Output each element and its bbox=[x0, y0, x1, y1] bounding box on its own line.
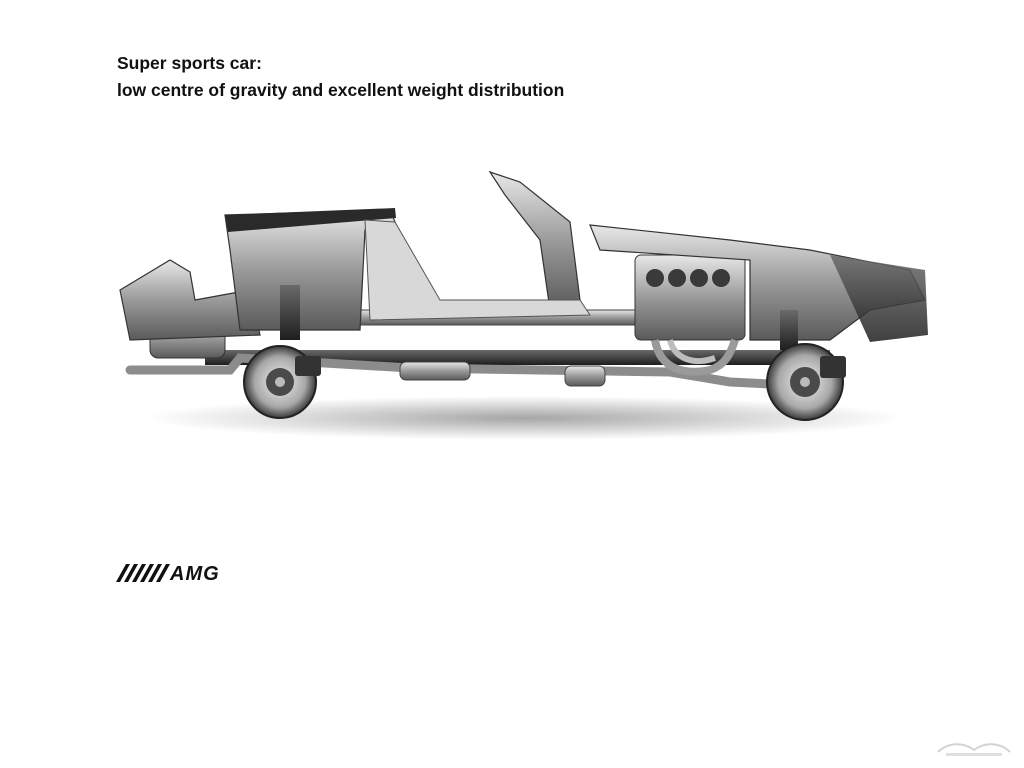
front-spring bbox=[780, 310, 798, 350]
rear-wheel bbox=[243, 345, 321, 419]
watermark-logo bbox=[937, 743, 1011, 756]
catalytic-converter bbox=[399, 361, 471, 381]
ground-shadow bbox=[145, 396, 905, 440]
headline: Super sports car: low centre of gravity … bbox=[117, 50, 564, 104]
v8-engine bbox=[634, 254, 746, 376]
cockpit-tub bbox=[364, 219, 591, 321]
rear-spring bbox=[280, 285, 300, 340]
front-crash-structure bbox=[830, 255, 928, 342]
headline-line-2: low centre of gravity and excellent weig… bbox=[117, 80, 565, 100]
amg-stripes bbox=[116, 564, 170, 582]
rear-deck bbox=[225, 208, 396, 232]
windscreen-frame bbox=[488, 170, 581, 311]
amg-logo: AMG bbox=[116, 564, 220, 582]
rear-frame bbox=[119, 259, 261, 341]
chassis-illustration bbox=[119, 170, 928, 440]
catalytic-converter-2 bbox=[564, 365, 606, 387]
amg-wordmark: AMG bbox=[169, 564, 220, 582]
headline-line-1: Super sports car: bbox=[117, 53, 262, 73]
front-wheel bbox=[766, 343, 846, 421]
